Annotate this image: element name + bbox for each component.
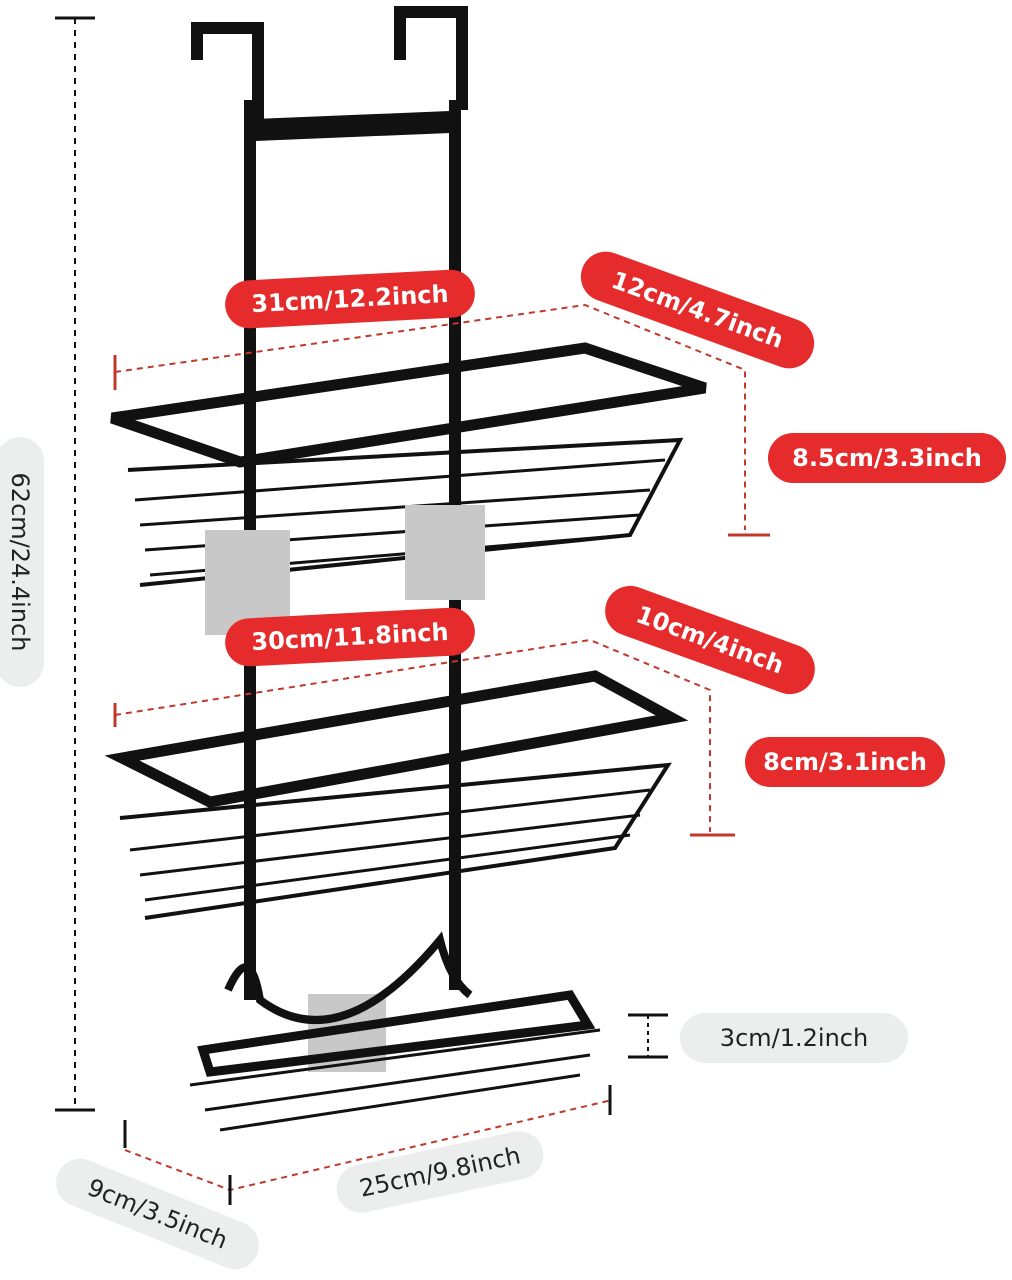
bottom-basket-height-label: 3cm/1.2inch <box>680 1013 908 1063</box>
door-hooks <box>191 6 468 120</box>
adhesive-pad-right <box>405 505 485 600</box>
middle-basket <box>104 670 689 920</box>
overall-height-dimension-line <box>55 16 95 1112</box>
bottom-basket <box>189 931 601 1132</box>
top-basket <box>110 342 707 587</box>
top-basket-height-label: 8.5cm/3.3inch <box>768 433 1006 483</box>
middle-basket-height-label: 8cm/3.1inch <box>745 737 945 787</box>
dimension-ticks <box>113 355 770 837</box>
overall-height-label: 62cm/24.4inch <box>0 437 44 687</box>
bottom-dimension-ticks <box>123 1013 668 1205</box>
